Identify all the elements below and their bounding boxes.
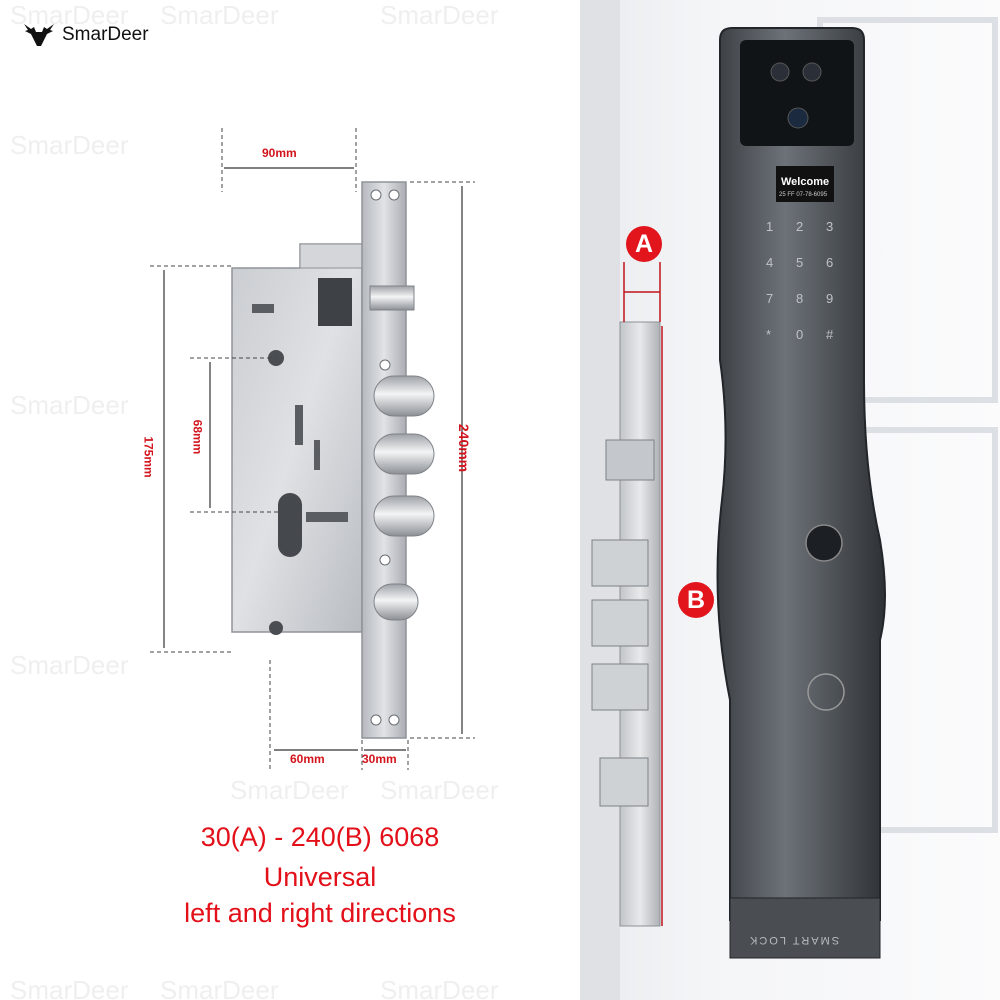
keypad-key[interactable]: * [766, 327, 772, 342]
screen-subtext: 25 FF 07-78-6095 [779, 192, 828, 198]
door-edge [580, 0, 620, 1000]
dim-height-left: 175mm [141, 436, 156, 478]
handle-button [807, 673, 845, 711]
smart-lock-base [729, 897, 881, 959]
marker-a: A [626, 226, 662, 262]
dim-faceplate: 30mm [362, 752, 397, 766]
latch-window [318, 278, 352, 326]
camera-lens [770, 62, 790, 82]
latch-bolt [605, 439, 655, 481]
keypad-key[interactable]: 3 [826, 219, 834, 234]
display-screen [776, 166, 834, 202]
deadbolt [591, 663, 649, 711]
cylinder-hole [278, 493, 302, 557]
deadbolts [373, 375, 435, 621]
camera-module [740, 40, 854, 146]
faceplate-screw [388, 714, 400, 726]
dim-backset: 60mm [290, 752, 325, 766]
keypad-key[interactable]: 0 [796, 327, 804, 342]
smart-lock-body [716, 27, 886, 921]
faceplate-screw [370, 189, 382, 201]
watermark-text: SmarDeer [160, 0, 279, 30]
watermark-text: SmarDeer [10, 390, 129, 420]
deadbolt [591, 599, 649, 647]
deadbolt [599, 757, 649, 807]
watermark-text: SmarDeer [230, 775, 349, 805]
brand-logo: SmarDeer [22, 22, 149, 48]
slot-small [314, 440, 320, 470]
deadbolt [373, 495, 435, 537]
extension-lines [150, 128, 475, 770]
dimension-arrows [163, 167, 463, 751]
faceplate-screw [379, 359, 391, 371]
keypad-key[interactable]: 8 [796, 291, 804, 306]
deer-head-icon [24, 24, 54, 46]
slot-mid [295, 405, 303, 445]
latch-bolt [369, 285, 415, 311]
faceplate-screw [388, 189, 400, 201]
keypad[interactable]: 1 2 3 4 5 6 7 8 9 * 0 # [760, 215, 850, 385]
dim-width-top: 90mm [262, 146, 297, 160]
camera-lens [787, 107, 809, 129]
watermark-text: SmarDeer [10, 650, 129, 680]
watermark-text: SmarDeer [160, 975, 279, 1000]
smart-lock-label: SMART LOCK [748, 934, 840, 946]
faceplate-screw [379, 554, 391, 566]
marker-b: B [678, 582, 714, 618]
watermark-text: SmarDeer [10, 975, 129, 1000]
watermark-text: SmarDeer [380, 0, 499, 30]
deadbolt [373, 433, 435, 475]
brand-name: SmarDeer [62, 24, 149, 45]
watermark-text: SmarDeer [10, 130, 129, 160]
keypad-key[interactable]: 6 [826, 255, 834, 270]
keypad-key[interactable]: 5 [796, 255, 804, 270]
mortise-lock-diagram [150, 128, 475, 770]
slot-top [252, 304, 274, 313]
keypad-key[interactable]: # [826, 327, 834, 342]
smart-lock-photo [580, 0, 998, 1000]
camera-lens [802, 62, 822, 82]
watermark-text: SmarDeer [380, 775, 499, 805]
dim-inner-spacing: 68mm [190, 419, 205, 455]
slot-horizontal [306, 512, 348, 522]
keypad-key[interactable]: 4 [766, 255, 774, 270]
caption-universal: Universal [263, 862, 377, 892]
keypad-key[interactable]: 9 [826, 291, 834, 306]
watermark-text: SmarDeer [10, 0, 129, 30]
dim-height-total: 240mm [456, 423, 473, 473]
fingerprint-sensor [805, 524, 843, 562]
faceplate-screw [370, 714, 382, 726]
screen-welcome: Welcome [781, 176, 830, 188]
caption-model: 30(A) - 240(B) 6068 [200, 822, 440, 852]
watermark-text: SmarDeer [380, 975, 499, 1000]
keypad-key[interactable]: 2 [796, 219, 804, 234]
lock-body-top-notch [299, 243, 363, 269]
keypad-key[interactable]: 7 [766, 291, 774, 306]
deadbolt [373, 375, 435, 417]
keypad-key[interactable]: 1 [766, 219, 774, 234]
deadbolt [373, 583, 419, 621]
caption-directions: left and right directions [184, 898, 456, 928]
spindle-hole-bottom [269, 621, 283, 635]
watermark-layer: SmarDeer SmarDeer SmarDeer SmarDeer Smar… [10, 0, 499, 1000]
deadbolt [591, 539, 649, 587]
